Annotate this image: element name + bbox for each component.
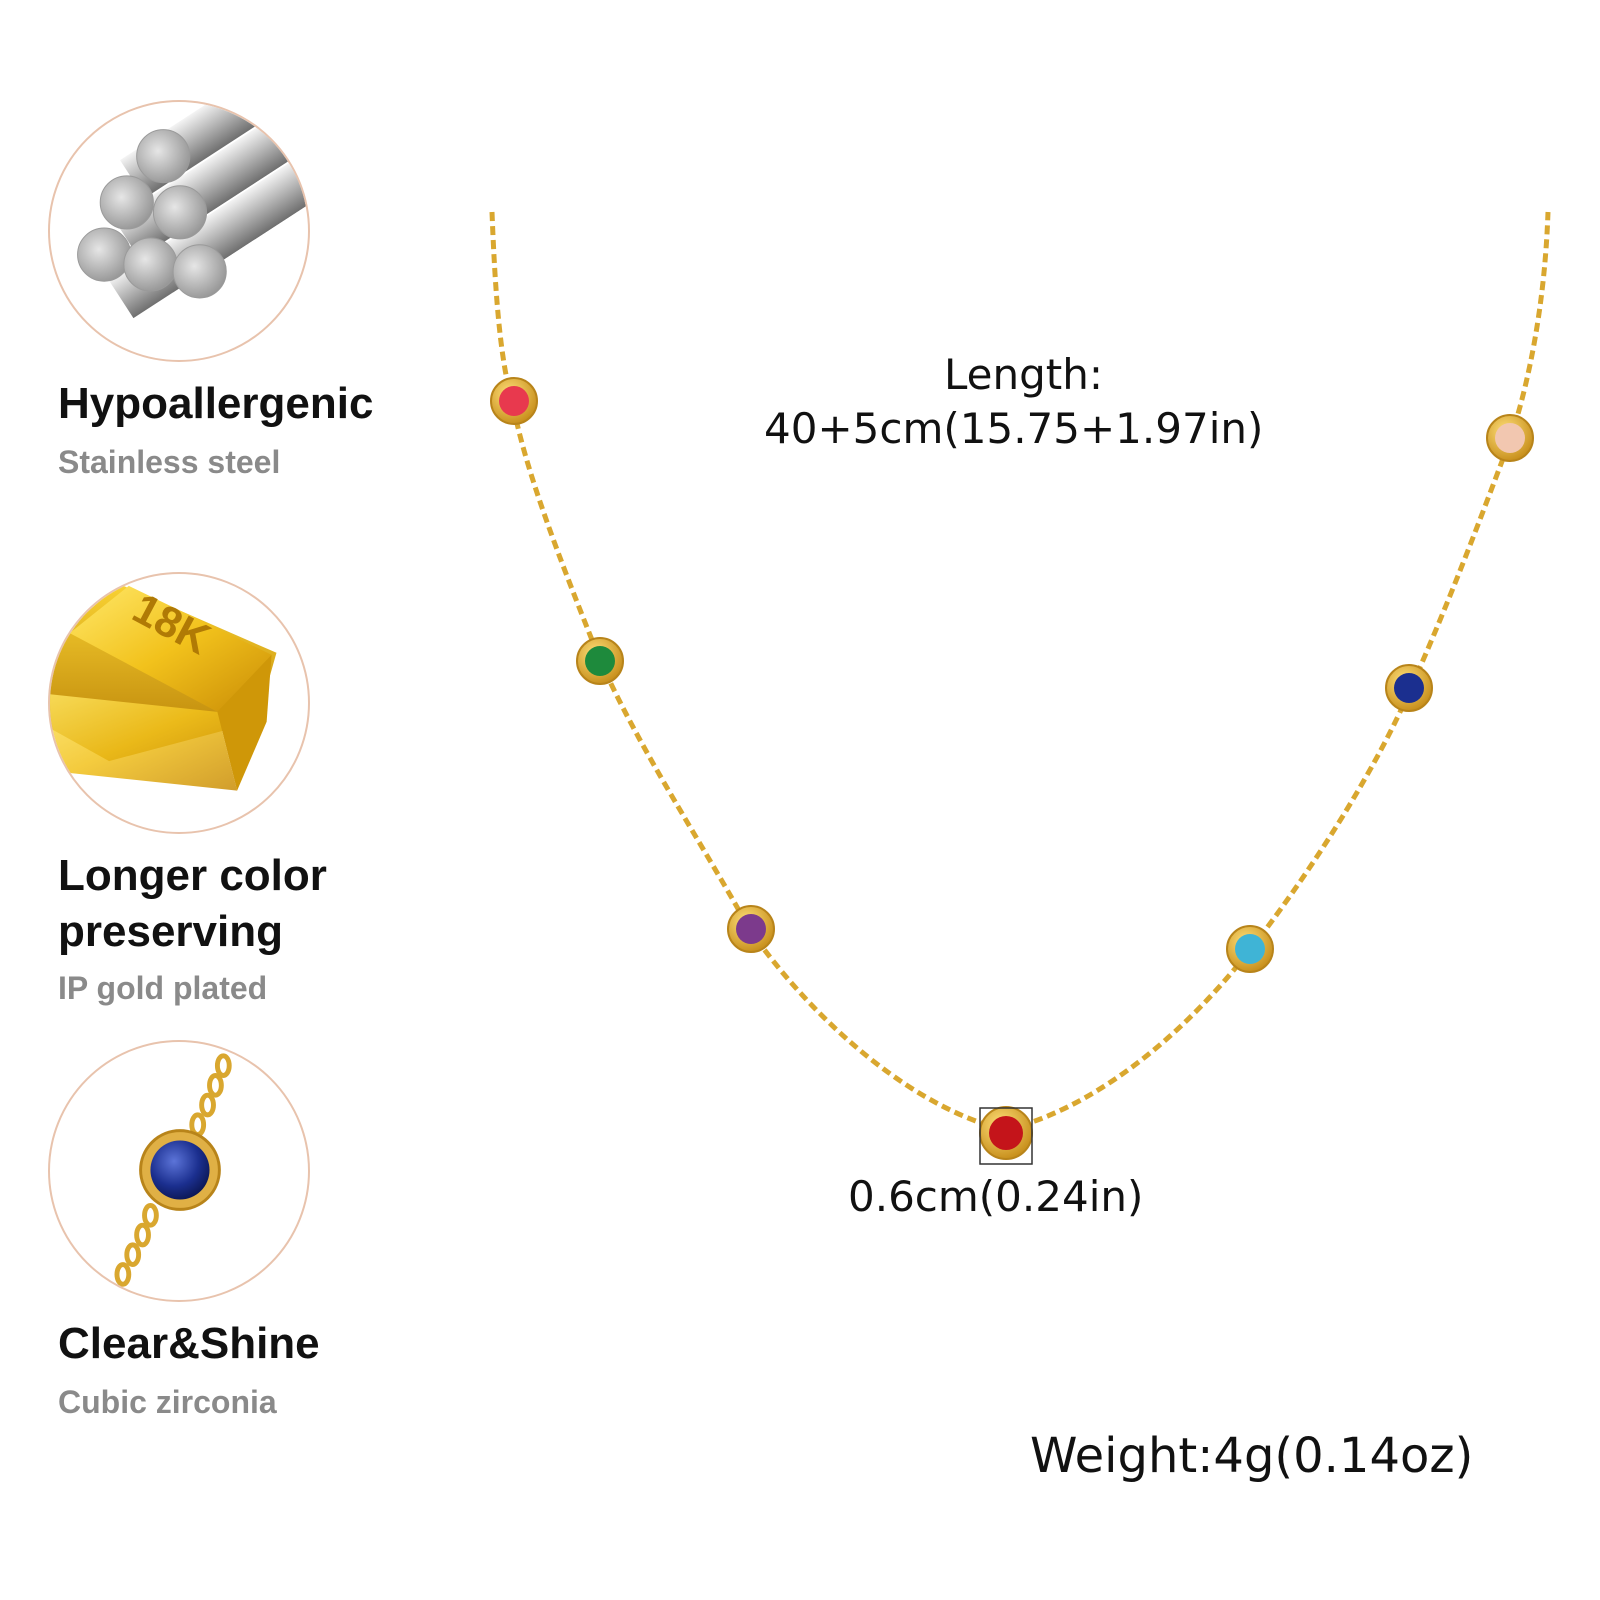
gem-red — [979, 1106, 1033, 1160]
stone-size-marker — [979, 1107, 1033, 1165]
gem-aqua — [1226, 925, 1274, 973]
feature-title-color-preserving: Longer color preserving — [58, 851, 327, 956]
gem-purple — [727, 905, 775, 953]
length-label: Length: — [944, 350, 1104, 399]
feature-subtitle-stainless-steel: Stainless steel — [58, 444, 281, 480]
feature-zirconia-circle — [48, 1040, 310, 1302]
length-value: 40+5cm(15.75+1.97in) — [764, 404, 1264, 453]
gold-bar-icon: 18K — [50, 583, 277, 791]
blue-zirconia-icon — [114, 1053, 232, 1287]
gem-blue — [1385, 664, 1433, 712]
feature-subtitle-ip-gold: IP gold plated — [58, 970, 268, 1006]
gem-green — [576, 637, 624, 685]
gem-pink — [490, 377, 538, 425]
feature-subtitle-cubic-zirconia: Cubic zirconia — [58, 1384, 277, 1420]
gem-champagne — [1486, 414, 1534, 462]
feature-gold-circle: 18K — [48, 572, 310, 834]
weight-label: Weight:4g(0.14oz) — [1030, 1428, 1474, 1484]
feature-title-clear-shine: Clear&Shine — [58, 1319, 320, 1368]
necklace-chain — [489, 211, 1551, 1133]
feature-title-hypoallergenic: Hypoallergenic — [58, 379, 374, 428]
stone-size-label: 0.6cm(0.24in) — [848, 1172, 1144, 1221]
